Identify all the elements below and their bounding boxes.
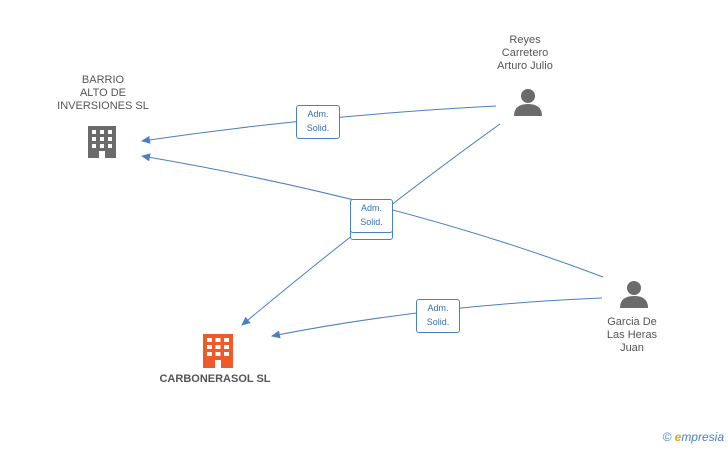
badge-line: Adm. <box>360 203 382 213</box>
label-line: Las Heras <box>606 329 658 341</box>
label-line: Reyes <box>509 34 541 46</box>
brand-name: mpresia <box>681 430 724 444</box>
edge-badge-garcia-barrio[interactable]: Adm. Solid. <box>350 199 393 233</box>
person-label-garcia[interactable]: Garcia De Las Heras Juan <box>589 316 675 355</box>
badge-line: Solid. <box>306 123 330 133</box>
label-line: ALTO DE <box>79 87 127 99</box>
label-line: INVERSIONES SL <box>57 100 149 112</box>
person-label-reyes[interactable]: Reyes Carretero Arturo Julio <box>480 34 570 73</box>
brand-logo-initial: e <box>674 430 682 444</box>
building-icon-highlighted[interactable] <box>203 334 233 368</box>
label-line: Garcia De <box>607 316 657 328</box>
person-icon[interactable] <box>514 89 542 116</box>
badge-line: Solid. <box>426 317 450 327</box>
company-label-barrio[interactable]: BARRIO ALTO DE INVERSIONES SL <box>48 74 158 113</box>
label-line: Carretero <box>501 47 549 59</box>
company-label-carbonerasol[interactable]: CARBONERASOL SL <box>150 373 280 386</box>
brand-watermark: ©empresia <box>663 430 724 444</box>
badge-line: Adm. <box>427 303 449 313</box>
badge-line: Adm. <box>307 109 329 119</box>
label-line: Juan <box>620 342 644 354</box>
label-line: CARBONERASOL SL <box>159 373 271 385</box>
label-line: BARRIO <box>81 74 125 86</box>
edge-badge-reyes-barrio[interactable]: Adm. Solid. <box>296 105 340 139</box>
edge-badge-garcia-carbonerasol[interactable]: Adm. Solid. <box>416 299 460 333</box>
label-line: Arturo Julio <box>497 60 553 72</box>
copyright-symbol: © <box>662 430 672 444</box>
building-icon[interactable] <box>88 126 116 158</box>
person-icon[interactable] <box>620 281 648 308</box>
badge-line: Solid. <box>360 217 383 227</box>
